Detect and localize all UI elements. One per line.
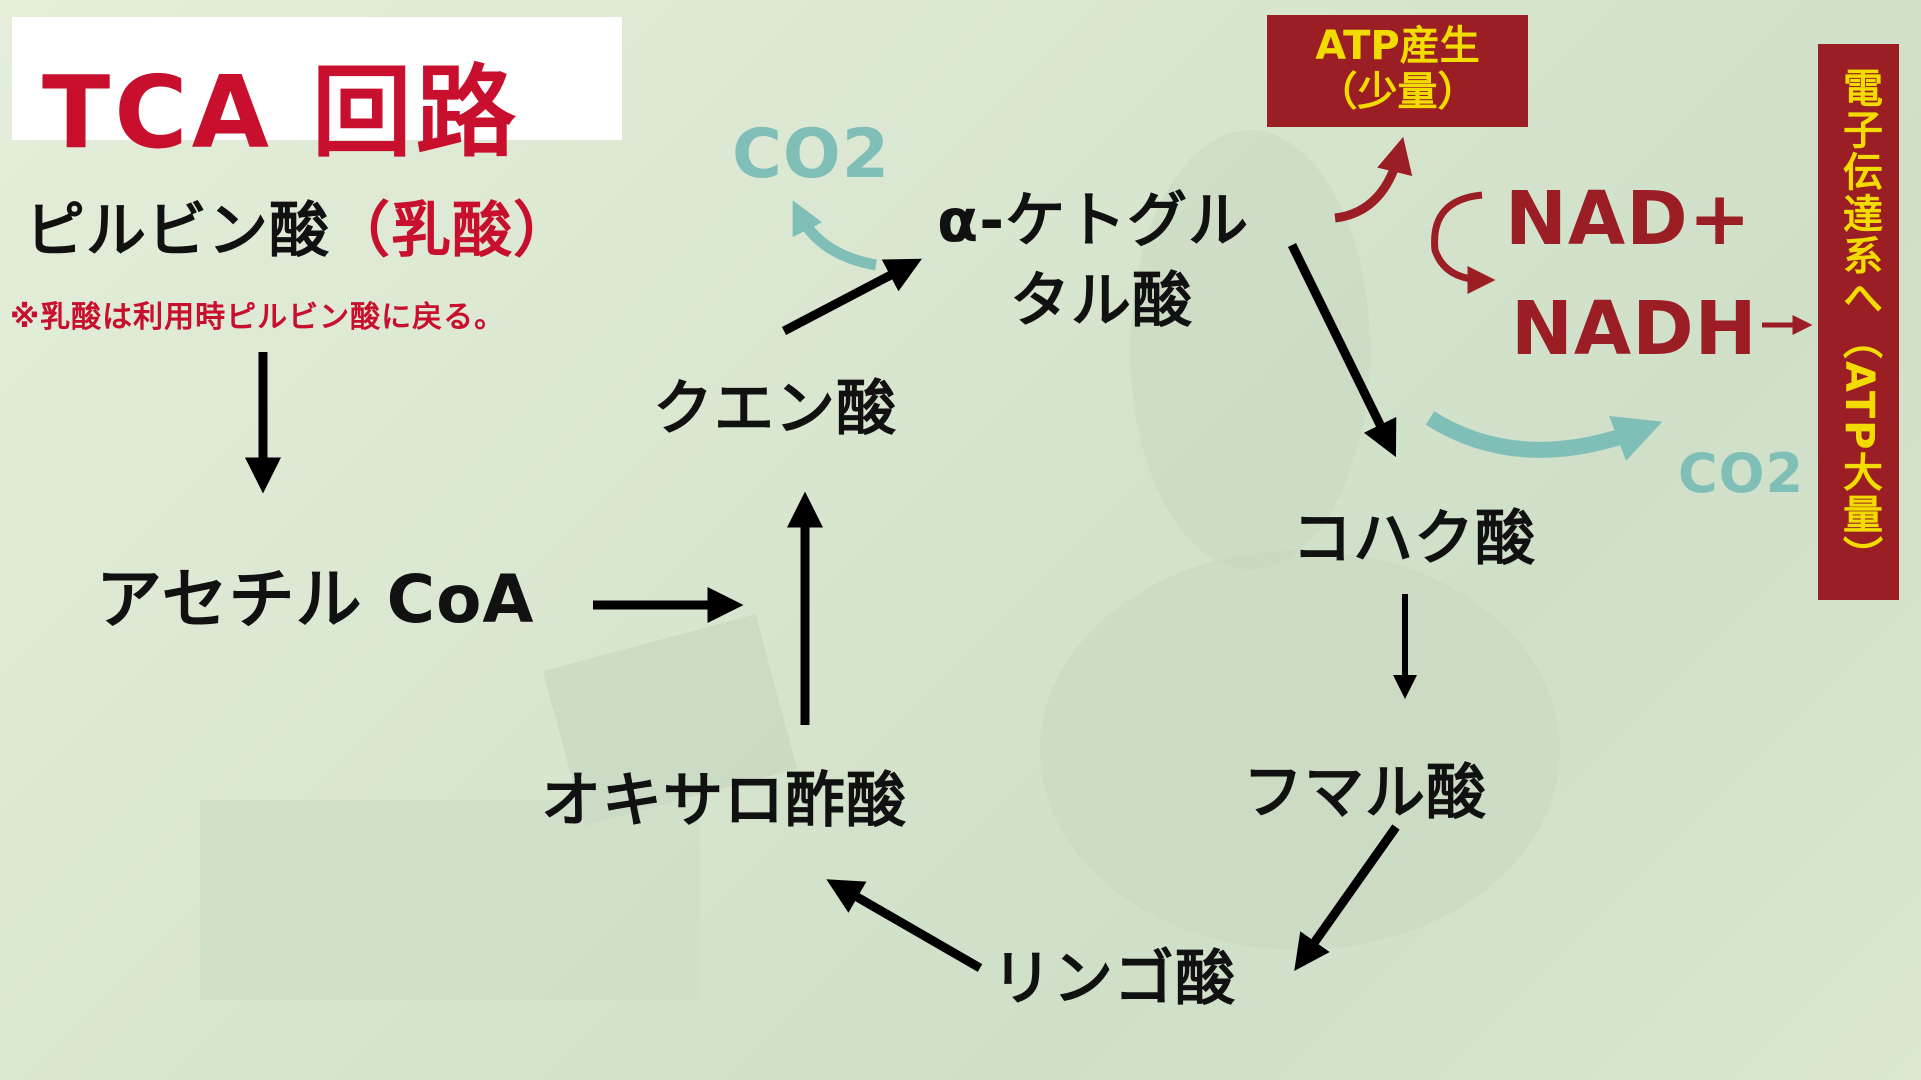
lactate-note: ※乳酸は利用時ピルビン酸に戻る。 (10, 300, 506, 335)
pyruvate-text: ピルビン酸 (25, 196, 330, 266)
nadh-label: NADH (1511, 286, 1758, 372)
acetyl-coa-label: アセチル CoA (96, 561, 535, 638)
oxaloacetate-label: オキサロ酢酸 (541, 766, 907, 836)
fumarate-label: フマル酸 (1243, 758, 1487, 828)
arrow-co2-right (1425, 411, 1663, 461)
akg-label-line2: タル酸 (1010, 266, 1193, 336)
akg-label-line1: α-ケトグル (937, 186, 1250, 256)
atp-small-line1: ATP産生 (1315, 23, 1480, 69)
co2-left-label: CO2 (732, 115, 891, 194)
title-box: TCA 回路 (12, 17, 622, 171)
succinate-label: コハク酸 (1292, 504, 1536, 574)
arrow-co2-left (792, 200, 878, 271)
atp-small-box: ATP産生 （少量） (1267, 15, 1528, 127)
citrate-label: クエン酸 (653, 374, 897, 444)
arrow-fumarate-to-malate (1294, 824, 1400, 972)
lactate-text: （乳酸） (330, 196, 574, 266)
nad-plus-label: NAD+ (1505, 176, 1752, 262)
page-title: TCA 回路 (42, 54, 520, 171)
arrow-citrate-to-akg (781, 258, 922, 335)
malate-label: リンゴ酸 (992, 944, 1236, 1014)
electron-transport-text: 電子伝達系へ（ATP大量） (1836, 66, 1882, 578)
co2-right-label: CO2 (1678, 442, 1805, 505)
atp-small-line2: （少量） (1317, 69, 1478, 115)
arrow-nad-to-nadh (1431, 191, 1496, 294)
arrow-akg-to-succinate (1287, 243, 1397, 458)
arrow-atp-small (1334, 136, 1413, 223)
pyruvate-label: ピルビン酸（乳酸） (25, 182, 574, 269)
electron-transport-box: 電子伝達系へ（ATP大量） (1818, 44, 1899, 600)
arrow-malate-to-oxaloacetate (826, 879, 983, 972)
